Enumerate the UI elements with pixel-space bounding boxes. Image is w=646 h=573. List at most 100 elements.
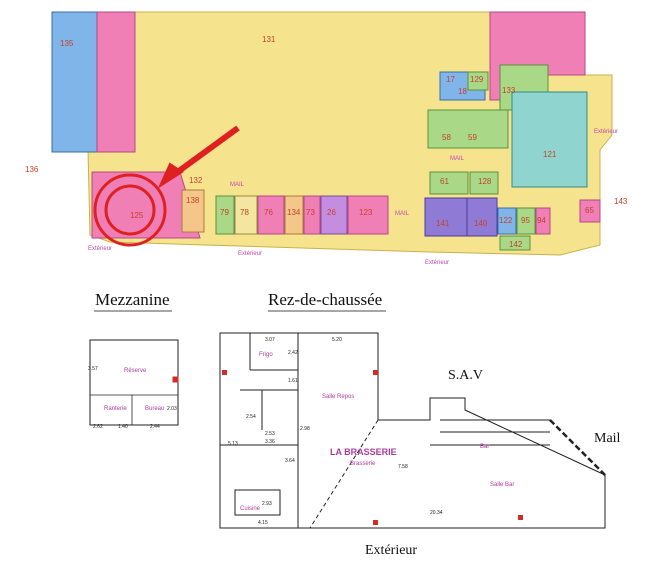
pillar-3 [373,520,378,525]
mezz-dim-3: 1.40 [118,424,128,430]
gf-dim-14: 20.34 [430,510,443,516]
unit-26: 26 [327,208,336,217]
store-73[interactable] [303,195,321,235]
sav-label: S.A.V [448,368,484,383]
facade-mail [549,419,606,476]
unit-141: 141 [436,219,450,228]
mezz-dim-4: 2.44 [150,424,160,430]
store-134[interactable] [284,195,304,235]
room-brand-sub: Brasserie [350,461,376,467]
store-129[interactable] [467,71,489,91]
unit-123: 123 [359,208,373,217]
label-mall-3: MAIL [395,211,410,217]
kitchen-area [234,489,281,516]
gf-dim-13: 7.58 [398,464,408,470]
mezz-dim-5: 2.03 [167,406,177,412]
store-135-blue[interactable] [51,11,98,153]
label-exterior-left: Extérieur [88,246,112,252]
unit-122: 122 [499,216,513,225]
store-123[interactable] [347,195,389,235]
unit-129: 129 [470,75,484,84]
room-bar-salle: Salle Bar [490,482,514,488]
store-61-zone[interactable] [427,109,509,149]
pillar-1 [222,370,227,375]
room-kitchen: Cuisine [240,506,261,512]
unit-18: 18 [458,87,467,96]
mezz-dim-1: 3.57 [88,366,98,372]
store-61[interactable] [429,171,469,195]
unit-58: 58 [442,133,451,142]
mezz-room-bureau: Bureau [145,406,164,412]
store-78[interactable] [234,195,258,235]
gf-dim-3: 2.42 [288,350,298,356]
highlight-arrow-shaft [170,125,240,179]
gf-dim-10: 2.93 [262,501,272,507]
highlight-circle-outer [93,173,167,247]
gf-dim-2: 5.20 [332,337,342,343]
pillar-4 [518,515,523,520]
shop-row [181,189,389,235]
room-fridge: Frigo [259,352,273,358]
room-bar: Bar [480,444,489,450]
label-exterior-bottom: Extérieur [238,251,262,257]
store-76[interactable] [257,195,285,235]
unit-136: 136 [25,165,39,174]
highlight-marker [93,125,240,247]
pillar-2 [373,370,378,375]
store-138[interactable] [181,189,205,233]
label-mall-2: MAIL [450,156,465,162]
unit-131: 131 [262,35,276,44]
unit-94: 94 [537,216,546,225]
mezz-room-ranterie: Ranterie [104,406,127,412]
store-26[interactable] [320,195,348,235]
unit-79: 79 [220,208,229,217]
store-121[interactable] [511,91,588,188]
gf-dim-6: 2.53 [265,431,275,437]
unit-134: 134 [287,208,301,217]
unit-59: 59 [468,133,477,142]
store-135-pink[interactable] [96,11,136,153]
unit-143: 143 [614,197,628,206]
store-122[interactable] [497,207,517,235]
unit-128: 128 [478,177,492,186]
room-brand: LA BRASSERIE [330,447,397,457]
label-exterior-bottom-2: Extérieur [425,260,449,266]
store-142[interactable] [499,235,531,251]
gf-dim-8: 2.98 [300,426,310,432]
gf-dim-12: 5.13 [228,441,238,447]
ground-outline [219,332,606,529]
store-141[interactable] [424,197,468,237]
unit-125: 125 [130,211,144,220]
mezz-room-reserve: Réserve [124,368,147,374]
ground-floor-title: Rez-de-chaussée [268,290,383,309]
gf-dim-11: 4.15 [258,520,268,526]
unit-138: 138 [186,196,200,205]
unit-73: 73 [306,208,315,217]
highlight-arrow-head [157,162,184,189]
store-140[interactable] [466,197,498,237]
mezzanine-title: Mezzanine [95,290,170,309]
highlight-circle-inner [104,184,156,236]
store-95[interactable] [516,207,536,235]
unit-76: 76 [264,208,273,217]
label-exterior-right: Extérieur [594,129,618,135]
unit-140: 140 [474,219,488,228]
exterior-label: Extérieur [365,543,418,558]
store-79[interactable] [215,195,235,235]
store-94[interactable] [535,207,551,235]
unit-135: 135 [60,39,74,48]
mezzanine-pillar [172,376,179,383]
store-128[interactable] [469,171,499,195]
gf-dim-1: 3.07 [265,337,275,343]
store-65[interactable] [579,199,601,223]
gf-dim-4: 1.61 [288,378,298,384]
unit-65: 65 [585,206,594,215]
unit-142: 142 [509,240,523,249]
unit-17: 17 [446,75,455,84]
diagonal-glass [309,419,379,529]
gf-dim-7: 3.36 [265,439,275,445]
mail-label: Mail [594,431,621,446]
unit-78: 78 [240,208,249,217]
mezzanine-outline [89,339,179,426]
